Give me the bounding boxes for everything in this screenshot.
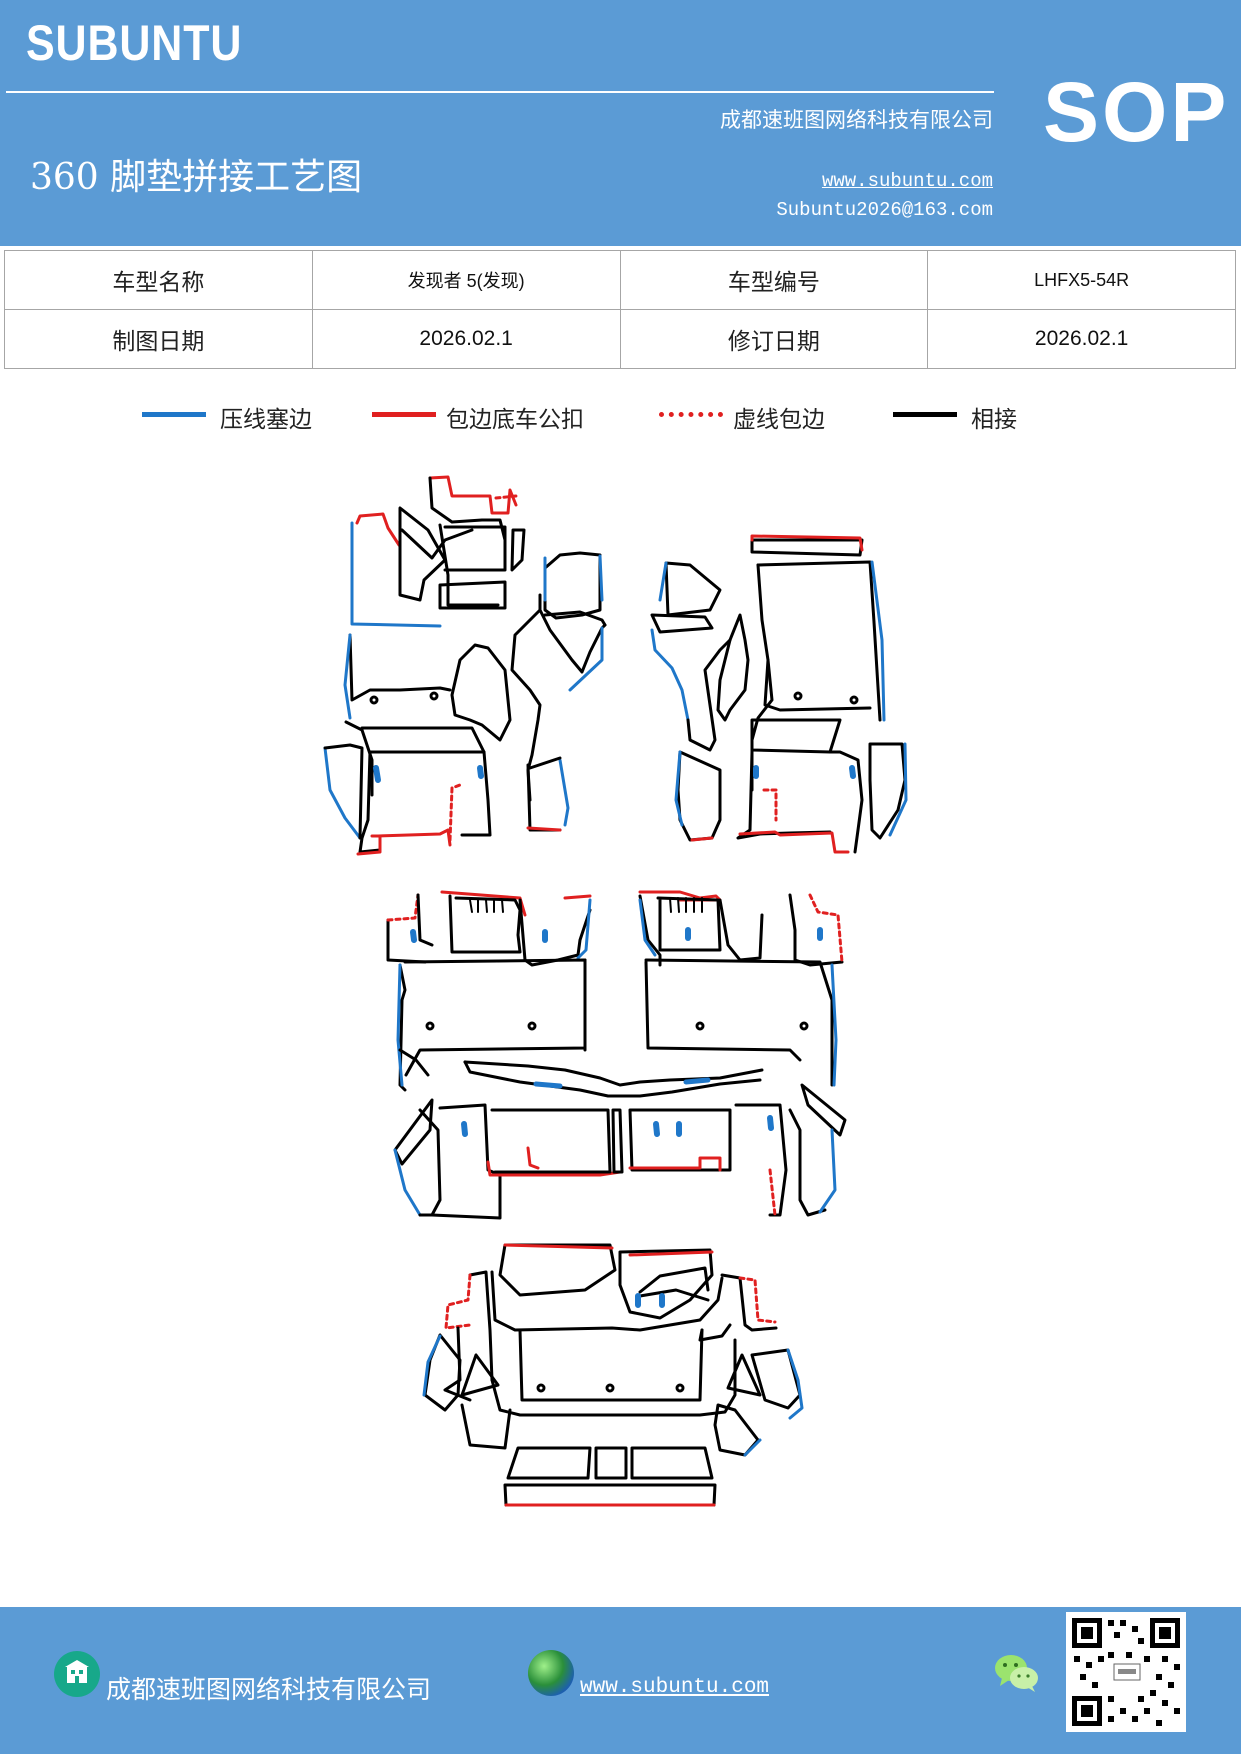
legend: 压线塞边 包边底车公扣 虚线包边 相接 xyxy=(0,400,1241,440)
draw-date-value: 2026.02.1 xyxy=(311,309,621,369)
legend-swatch-blue xyxy=(142,412,206,417)
model-code-label: 车型编号 xyxy=(619,250,929,310)
legend-label: 包边底车公扣 xyxy=(446,407,584,433)
footer-website-link[interactable]: www.subuntu.com xyxy=(580,1676,770,1699)
header-company: 成都速班图网络科技有限公司 xyxy=(720,108,993,132)
revision-date-value: 2026.02.1 xyxy=(927,309,1236,369)
legend-label: 虚线包边 xyxy=(733,407,825,433)
table-row: 制图日期 2026.02.1 修订日期 2026.02.1 xyxy=(4,309,1236,369)
floor-mat-diagram xyxy=(323,475,908,1507)
header-divider xyxy=(6,91,994,93)
front-right-mat xyxy=(650,534,908,854)
wechat-icon[interactable] xyxy=(994,1652,1040,1699)
header-banner xyxy=(0,0,1241,246)
legend-swatch-red xyxy=(372,412,436,417)
revision-date-label: 修订日期 xyxy=(619,309,929,369)
header-email: Subuntu2026@163.com xyxy=(776,199,993,221)
brand-logo: SUBUNTU xyxy=(26,15,243,71)
front-left-mat xyxy=(323,475,607,856)
globe-icon xyxy=(528,1650,574,1696)
model-code-value: LHFX5-54R xyxy=(927,250,1236,310)
rear-mat xyxy=(422,1243,804,1507)
sop-badge: SOP xyxy=(1043,65,1230,159)
model-name-label: 车型名称 xyxy=(4,250,313,310)
model-name-value: 发现者 5(发现) xyxy=(311,250,621,310)
legend-label: 压线塞边 xyxy=(220,407,312,433)
legend-swatch-red-dotted xyxy=(659,412,723,417)
table-row: 车型名称 发现者 5(发现) 车型编号 LHFX5-54R xyxy=(4,250,1236,310)
qr-code xyxy=(1066,1612,1186,1732)
footer-company: 成都速班图网络科技有限公司 xyxy=(106,1675,432,1704)
draw-date-label: 制图日期 xyxy=(4,309,313,369)
middle-mat xyxy=(386,890,847,1220)
header-website-link[interactable]: www.subuntu.com xyxy=(821,170,993,192)
legend-swatch-black xyxy=(893,412,957,417)
legend-label: 相接 xyxy=(971,407,1017,433)
page-title: 360 脚垫拼接工艺图 xyxy=(30,157,363,198)
building-icon xyxy=(54,1651,100,1697)
vehicle-info-table: 车型名称 发现者 5(发现) 车型编号 LHFX5-54R 制图日期 2026.… xyxy=(4,250,1236,369)
